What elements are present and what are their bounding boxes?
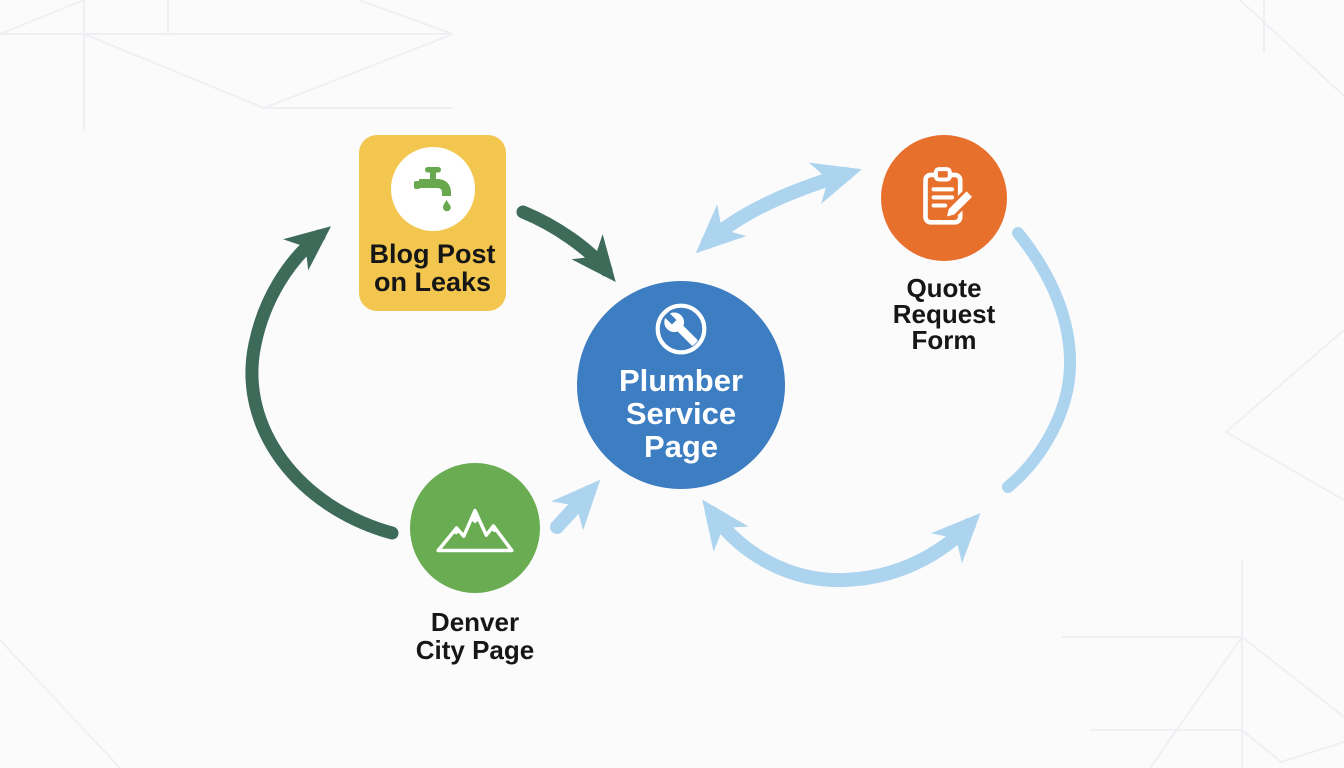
- node-blog-post: Blog Post on Leaks: [359, 135, 506, 311]
- clipboard-pencil-icon: [923, 167, 977, 225]
- node-label-line: City Page: [415, 635, 535, 665]
- mountains-icon: [436, 508, 514, 553]
- faucet-icon-badge: [390, 147, 475, 231]
- node-quote-request-form: [881, 135, 1007, 261]
- node-label-line: Denver: [430, 607, 520, 637]
- node-label-line: Form: [911, 325, 977, 355]
- node-label-line: Plumber: [618, 363, 744, 398]
- node-denver-city-page: [410, 463, 540, 593]
- node-denver-city-page-label: Denver City Page: [416, 608, 535, 664]
- arrow-quote-side-arc: [1002, 227, 1077, 493]
- node-plumber-service-page: Plumber Service Page: [577, 281, 785, 489]
- faucet-icon: [413, 167, 451, 212]
- node-label-line: Request: [892, 299, 996, 329]
- arrow-plumber-to-quote-two-way: [695, 162, 862, 254]
- node-label-line: Service: [625, 396, 737, 431]
- wrench-icon: [655, 303, 707, 355]
- node-blog-post-label: Blog Post on Leaks: [370, 240, 496, 296]
- node-label-line: on Leaks: [373, 267, 492, 297]
- node-label-line: Blog Post: [369, 239, 496, 269]
- node-plumber-label: Plumber Service Page: [619, 364, 743, 463]
- node-quote-request-form-label: Quote Request Form: [893, 275, 996, 353]
- node-label-line: Page: [643, 429, 719, 464]
- arrow-plumber-bottom-two-way: [702, 499, 981, 588]
- node-label-line: Quote: [906, 273, 982, 303]
- arrow-denver-to-plumber: [550, 479, 601, 534]
- arrow-blog-to-plumber: [516, 205, 616, 283]
